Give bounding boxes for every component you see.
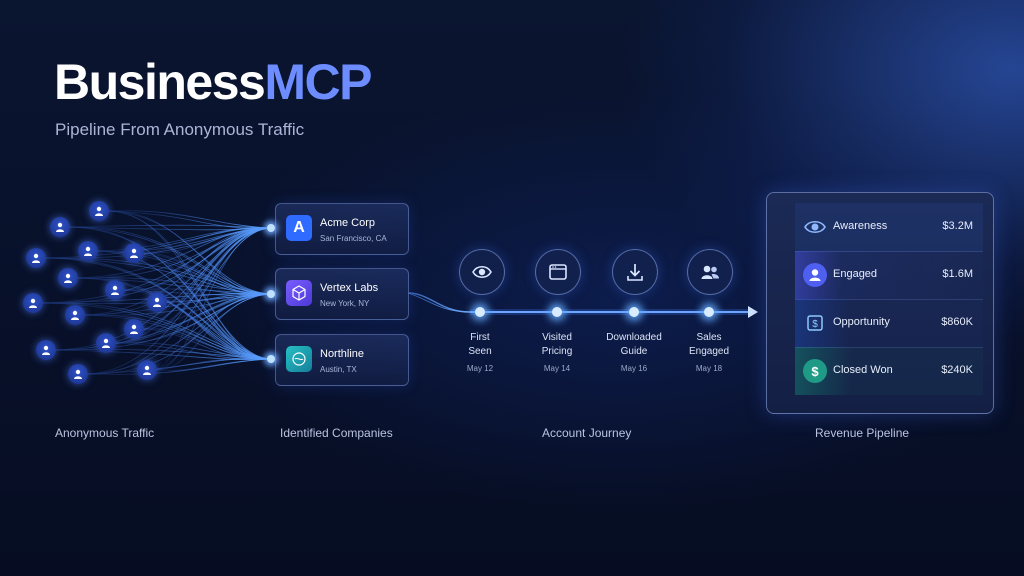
company-connector-dot [267, 355, 275, 363]
anonymous-visitor-icon [68, 364, 88, 384]
anonymous-visitor-icon [105, 280, 125, 300]
svg-text:$: $ [811, 364, 819, 379]
eye-icon [803, 215, 827, 239]
company-name: Northline [320, 348, 365, 360]
anonymous-visitor-icon [65, 305, 85, 325]
revenue-pipeline-panel: Awareness $3.2M Engaged $1.6M $ Opportun… [766, 192, 994, 414]
step-date: May 14 [543, 364, 571, 373]
company-location: Austin, TX [320, 365, 357, 374]
step-label-line2: Seen [468, 346, 492, 357]
globe-icon [286, 346, 312, 372]
step-date: May 18 [695, 364, 723, 373]
company-location: San Francisco, CA [320, 234, 387, 243]
journey-node [629, 307, 639, 317]
anonymous-visitor-icon [36, 340, 56, 360]
acme-logo: A [286, 215, 312, 241]
company-card-vertex[interactable]: Vertex Labs New York, NY [275, 268, 409, 320]
pipeline-stage-label: Opportunity [833, 316, 890, 328]
svg-text:$: $ [812, 319, 818, 330]
anonymous-visitor-icon [50, 217, 70, 237]
dollar-icon: $ [803, 359, 827, 383]
anonymous-visitor-icon [124, 243, 144, 263]
anonymous-visitor-icon [58, 268, 78, 288]
pipeline-stage-value: $860K [941, 316, 973, 328]
company-name: Acme Corp [320, 217, 376, 229]
journey-node [475, 307, 485, 317]
company-connector-dot [267, 224, 275, 232]
step-date: May 16 [620, 364, 648, 373]
company-connector-dot [267, 290, 275, 298]
section-label-pipeline: Revenue Pipeline [815, 426, 910, 440]
pipeline-row-closed-won[interactable]: $ Closed Won $240K [795, 347, 983, 395]
step-label-line2: Pricing [541, 346, 573, 357]
page-title: BusinessMCP [54, 54, 372, 110]
title-mcp: MCP [264, 54, 372, 110]
pipeline-stage-value: $240K [941, 364, 973, 376]
step-label-line2: Engaged [688, 346, 730, 357]
journey-node [704, 307, 714, 317]
company-card-northline[interactable]: Northline Austin, TX [275, 334, 409, 386]
section-label-journey: Account Journey [542, 426, 632, 440]
step-label-line1: Visited [542, 332, 572, 343]
browser-icon[interactable] [535, 249, 581, 295]
anonymous-visitor-icon [96, 333, 116, 353]
section-label-anonymous: Anonymous Traffic [55, 426, 155, 440]
page-subtitle: Pipeline From Anonymous Traffic [55, 120, 305, 139]
section-label-companies: Identified Companies [280, 426, 393, 440]
download-icon[interactable] [612, 249, 658, 295]
pipeline-stage-value: $1.6M [942, 268, 973, 280]
anonymous-visitor-icon [78, 241, 98, 261]
dollar-doc-icon: $ [803, 311, 827, 335]
anonymous-visitor-icon [137, 360, 157, 380]
users-icon[interactable] [687, 249, 733, 295]
anonymous-visitor-icon [147, 292, 167, 312]
anonymous-visitor-icon [89, 201, 109, 221]
step-date: May 12 [466, 364, 494, 373]
step-label-line1: First [470, 332, 490, 343]
company-card-acme[interactable]: A Acme Corp San Francisco, CA [275, 203, 409, 255]
step-label-line2: Guide [620, 346, 648, 357]
title-business: Business [54, 54, 266, 110]
anonymous-visitor-icon [124, 319, 144, 339]
pipeline-stage-label: Awareness [833, 220, 888, 232]
pipeline-row-opportunity[interactable]: $ Opportunity $860K [795, 299, 983, 348]
journey-arrow [748, 306, 758, 318]
pipeline-row-engaged[interactable]: Engaged $1.6M [795, 251, 983, 300]
step-label-line1: Sales [696, 332, 722, 343]
company-name: Vertex Labs [320, 282, 379, 294]
pipeline-stage-label: Engaged [833, 268, 878, 280]
user-icon [803, 263, 827, 287]
anonymous-visitor-icon [26, 248, 46, 268]
step-label-line1: Downloaded [606, 332, 662, 343]
journey-node [552, 307, 562, 317]
pipeline-row-awareness[interactable]: Awareness $3.2M [795, 203, 983, 252]
pipeline-stage-label: Closed Won [833, 364, 893, 376]
anonymous-visitor-icon [23, 293, 43, 313]
eye-icon[interactable] [459, 249, 505, 295]
company-location: New York, NY [320, 299, 370, 308]
cube-icon [286, 280, 312, 306]
pipeline-stage-value: $3.2M [942, 220, 973, 232]
